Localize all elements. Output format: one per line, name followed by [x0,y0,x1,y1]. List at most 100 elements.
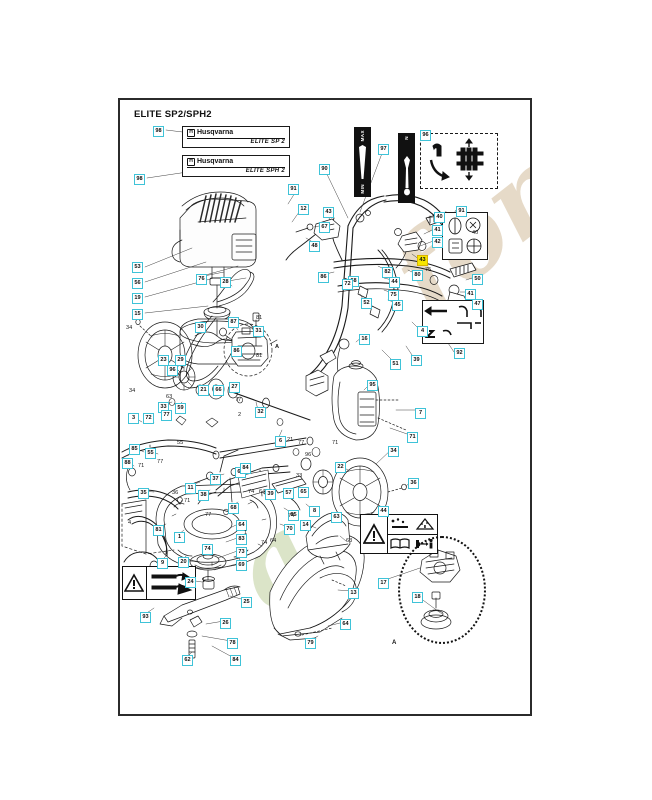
callout-20[interactable]: 20 [178,557,189,568]
callout-29[interactable]: 29 [175,355,186,366]
callout-97[interactable]: 97 [378,144,389,155]
callout-28[interactable]: 28 [220,277,231,288]
callout-96[interactable]: 96 [420,130,431,141]
callout-85[interactable]: 85 [129,444,140,455]
callout-55[interactable]: 55 [145,448,156,459]
callout-18[interactable]: 18 [412,592,423,603]
callout-43[interactable]: 43 [323,207,334,218]
callout-56[interactable]: 56 [132,278,143,289]
callout-39[interactable]: 39 [265,489,276,500]
callout-35[interactable]: 35 [138,488,149,499]
callout-44[interactable]: 44 [389,277,400,288]
callout-98[interactable]: 98 [134,174,145,185]
callout-75[interactable]: 75 [388,290,399,301]
callout-86[interactable]: 86 [318,272,329,283]
callout-91[interactable]: 91 [288,184,299,195]
callout-1[interactable]: 1 [174,532,185,543]
callout-64[interactable]: 64 [340,619,351,630]
callout-11[interactable]: 11 [185,483,196,494]
callout-84[interactable]: 84 [230,655,241,666]
callout-3[interactable]: 3 [128,413,139,424]
callout-77[interactable]: 77 [161,410,172,421]
callout-47[interactable]: 47 [472,299,483,310]
callout-82[interactable]: 82 [382,267,393,278]
callout-70[interactable]: 70 [284,524,295,535]
callout-14[interactable]: 14 [300,520,311,531]
callout-16[interactable]: 16 [359,334,370,345]
callout-67[interactable]: 67 [319,222,330,233]
callout-41[interactable]: 41 [432,225,443,236]
callout-68[interactable]: 68 [228,503,239,514]
callout-84[interactable]: 84 [240,463,251,474]
callout-23[interactable]: 23 [158,355,169,366]
callout-73[interactable]: 73 [236,547,247,558]
callout-79[interactable]: 79 [305,638,316,649]
callout-31[interactable]: 31 [253,326,264,337]
callout-48[interactable]: 48 [309,241,320,252]
callout-66[interactable]: 66 [213,385,224,396]
callout-80[interactable]: 80 [412,270,423,281]
callout-81[interactable]: 81 [153,525,164,536]
callout-63[interactable]: 63 [331,512,342,523]
callout-51[interactable]: 51 [390,359,401,370]
callout-41[interactable]: 41 [465,289,476,300]
callout-50[interactable]: 50 [472,274,483,285]
callout-92[interactable]: 92 [454,348,465,359]
callout-4[interactable]: 4 [417,326,428,337]
callout-34[interactable]: 34 [388,446,399,457]
callout-15[interactable]: 15 [132,309,143,320]
callout-64[interactable]: 64 [236,520,247,531]
callout-85[interactable]: 85 [288,510,299,521]
callout-36[interactable]: 36 [408,478,419,489]
callout-98[interactable]: 98 [153,126,164,137]
callout-74[interactable]: 74 [202,544,213,555]
callout-21[interactable]: 21 [198,385,209,396]
callout-59[interactable]: 59 [175,403,186,414]
callout-30[interactable]: 30 [195,322,206,333]
callout-26[interactable]: 26 [220,618,231,629]
callout-93[interactable]: 93 [140,612,151,623]
callout-9[interactable]: 9 [157,558,168,569]
callout-65[interactable]: 65 [298,487,309,498]
callout-71[interactable]: 71 [407,432,418,443]
callout-7[interactable]: 7 [415,408,426,419]
callout-27[interactable]: 27 [229,382,240,393]
callout-72[interactable]: 72 [143,413,154,424]
callout-88[interactable]: 88 [122,458,133,469]
callout-95[interactable]: 95 [367,380,378,391]
callout-22[interactable]: 22 [335,462,346,473]
detail-view-label: A [392,640,397,646]
callout-76[interactable]: 76 [196,274,207,285]
callout-52[interactable]: 52 [361,298,372,309]
callout-45[interactable]: 45 [392,300,403,311]
callout-38[interactable]: 38 [198,490,209,501]
callout-25[interactable]: 25 [241,597,252,608]
callout-78[interactable]: 78 [227,638,238,649]
callout-17[interactable]: 17 [378,578,389,589]
callout-83[interactable]: 83 [236,534,247,545]
callout-12[interactable]: 12 [298,204,309,215]
callout-13[interactable]: 13 [348,588,359,599]
callout-96[interactable]: 96 [167,365,178,376]
callout-39[interactable]: 39 [411,355,422,366]
callout-19[interactable]: 19 [132,293,143,304]
callout-37[interactable]: 37 [210,474,221,485]
callout-69[interactable]: 69 [236,560,247,571]
brand-decal-sph2: H Husqvarna ELITE SPH 2 [182,155,290,177]
callout-90[interactable]: 90 [319,164,330,175]
callout-42[interactable]: 42 [432,237,443,248]
callout-72[interactable]: 72 [342,279,353,290]
callout-32[interactable]: 32 [255,407,266,418]
callout-86[interactable]: 86 [231,346,242,357]
callout-8[interactable]: 8 [309,506,320,517]
callout-40[interactable]: 40 [434,212,445,223]
callout-91[interactable]: 91 [456,206,467,217]
callout-24[interactable]: 24 [185,577,196,588]
callout-62[interactable]: 62 [182,655,193,666]
callout-57[interactable]: 57 [283,488,294,499]
callout-87[interactable]: 87 [228,317,239,328]
callout-6[interactable]: 6 [275,436,286,447]
callout-53[interactable]: 53 [132,262,143,273]
callout-43[interactable]: 43 [417,255,428,266]
callout-44[interactable]: 44 [378,506,389,517]
